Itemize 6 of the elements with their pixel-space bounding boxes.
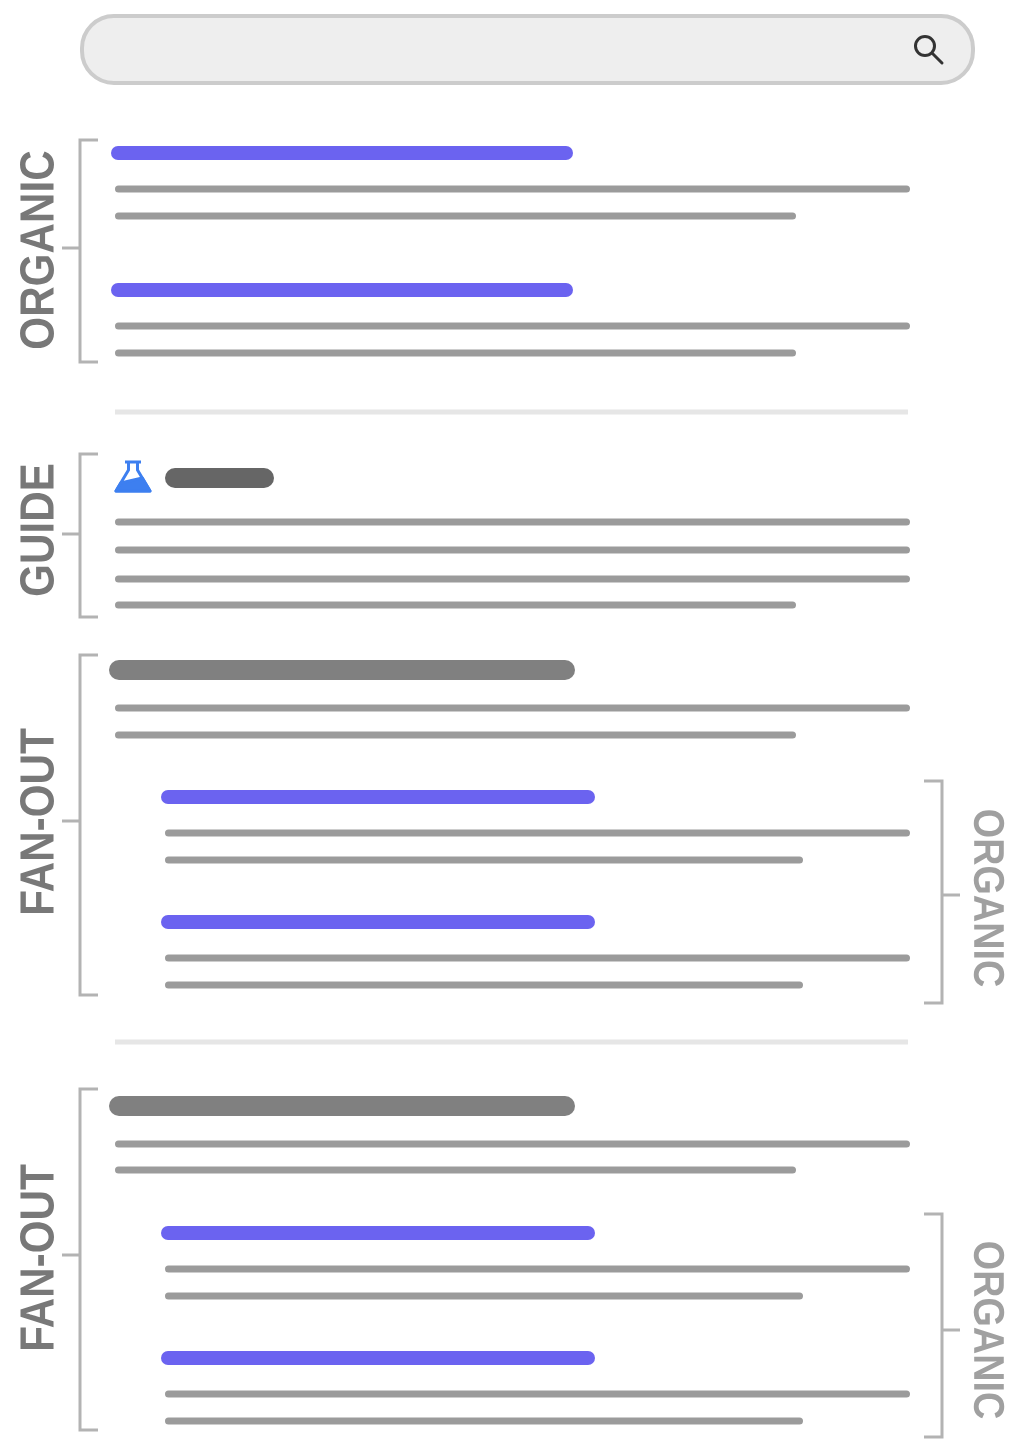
section-label: FAN-OUT	[20, 728, 54, 914]
section-label: FAN-OUT	[20, 1164, 54, 1350]
section-label: ORGANIC	[20, 151, 54, 348]
section-label: GUIDE	[20, 464, 54, 596]
section-label: ORGANIC	[973, 810, 1005, 987]
section-label: ORGANIC	[973, 1242, 1005, 1419]
